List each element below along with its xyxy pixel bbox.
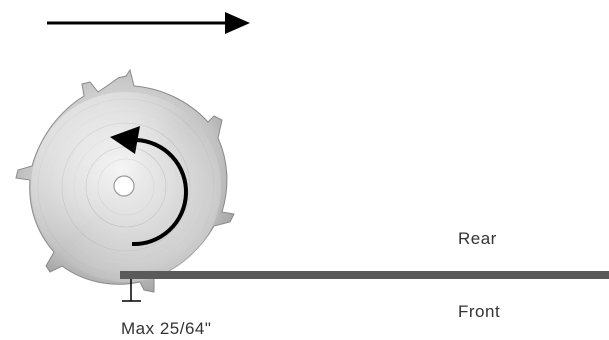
saw-blade-icon [15, 68, 235, 293]
rear-label: Rear [458, 229, 497, 248]
max-depth-indicator [122, 279, 141, 302]
workpiece-board [120, 271, 609, 279]
max-depth-label: Max 25/64" [121, 319, 212, 338]
blade-rotation-arrow-icon [110, 126, 188, 247]
feed-direction-arrow-icon [47, 12, 250, 34]
front-label: Front [458, 302, 501, 321]
